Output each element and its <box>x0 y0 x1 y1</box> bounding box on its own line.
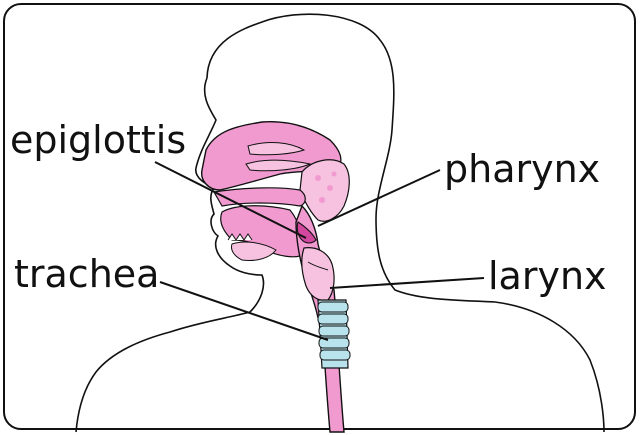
adenoid-dot <box>327 185 333 191</box>
trachea-cartilage-rings <box>318 302 350 360</box>
adenoid-dot <box>332 172 337 177</box>
larynx-label: larynx <box>488 257 607 295</box>
trachea-ring <box>318 314 348 324</box>
palate <box>214 188 305 206</box>
trachea-ring <box>319 326 349 336</box>
pharynx-label: pharynx <box>444 150 600 188</box>
epiglottis-label: epiglottis <box>10 121 186 159</box>
adenoid-dot <box>315 175 321 181</box>
trachea-leader-line <box>160 282 328 340</box>
larynx-leader-line <box>330 278 484 288</box>
trachea-ring <box>318 302 348 312</box>
trachea-ring <box>320 350 350 360</box>
larynx-structure <box>302 248 334 301</box>
lower-teeth <box>228 234 252 240</box>
adenoid-dot <box>319 197 325 203</box>
trachea-label: trachea <box>14 255 159 293</box>
